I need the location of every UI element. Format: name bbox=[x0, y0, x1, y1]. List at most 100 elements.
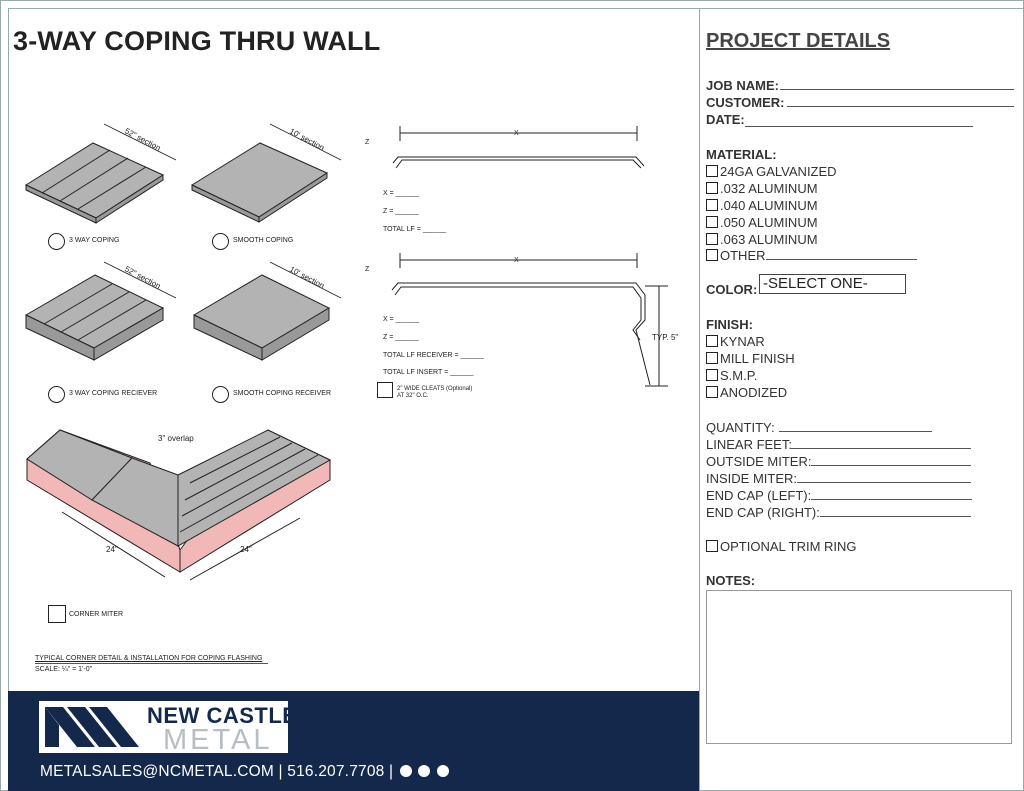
end-cap-right-field[interactable] bbox=[820, 516, 971, 517]
trim-ring-option[interactable]: OPTIONAL TRIM RING bbox=[706, 539, 857, 554]
instagram-icon[interactable] bbox=[418, 765, 431, 777]
typ-5-label: TYP. 5" bbox=[652, 333, 679, 342]
option-label-3way: 3 WAY COPING bbox=[69, 237, 120, 244]
option-radio-3way[interactable] bbox=[48, 233, 65, 250]
material-checkbox[interactable] bbox=[706, 233, 718, 245]
material-option-0[interactable]: 24GA GALVANIZED bbox=[706, 164, 837, 179]
outside-miter-label: OUTSIDE MITER: bbox=[706, 454, 812, 469]
total-lf-receiver-field: TOTAL LF RECEIVER = ______ bbox=[383, 352, 484, 359]
finish-option-3[interactable]: ANODIZED bbox=[706, 385, 787, 400]
dim-24-right: 24" bbox=[240, 545, 252, 554]
cleats-label: 2" WIDE CLEATS (Optional) bbox=[397, 386, 473, 392]
material-checkbox[interactable] bbox=[706, 249, 718, 261]
project-details-heading: PROJECT DETAILS bbox=[706, 30, 891, 52]
profile-coping bbox=[392, 126, 645, 169]
option-radio-smooth[interactable] bbox=[212, 233, 229, 250]
typical-detail-note: TYPICAL CORNER DETAIL & INSTALLATION FOR… bbox=[35, 655, 263, 662]
customer-label: CUSTOMER: bbox=[706, 95, 785, 110]
job-name-field[interactable] bbox=[780, 89, 1014, 90]
trim-ring-checkbox[interactable] bbox=[706, 540, 718, 552]
z-field-b: Z = ______ bbox=[383, 334, 419, 341]
quantity-label: QUANTITY: bbox=[706, 420, 775, 435]
date-label: DATE: bbox=[706, 112, 745, 127]
details-panel bbox=[699, 8, 1024, 791]
contact-info: METALSALES@NCMETAL.COM | 516.207.7708 | bbox=[40, 763, 449, 781]
material-checkbox[interactable] bbox=[706, 199, 718, 211]
linkedin-icon[interactable] bbox=[436, 765, 449, 777]
option-label-smooth: SMOOTH COPING bbox=[233, 237, 294, 244]
material-option-3[interactable]: .050 ALUMINUM bbox=[706, 215, 818, 230]
dim-z-b: Z bbox=[365, 266, 370, 273]
inside-miter-field[interactable] bbox=[797, 482, 971, 483]
dim-24-left: 24" bbox=[106, 545, 118, 554]
color-label: COLOR: bbox=[706, 282, 758, 297]
smooth-coping-illustration bbox=[190, 142, 329, 223]
finish-checkbox[interactable] bbox=[706, 352, 718, 364]
option-radio-smooth-receiver[interactable] bbox=[212, 386, 229, 403]
section-dimension-lines bbox=[103, 123, 342, 299]
note-divider bbox=[35, 663, 268, 664]
outside-miter-field[interactable] bbox=[811, 465, 971, 466]
logo-mark-icon bbox=[45, 707, 139, 747]
scale-note: SCALE: ¼" = 1'-0" bbox=[35, 666, 93, 673]
material-checkbox[interactable] bbox=[706, 216, 718, 228]
finish-option-0[interactable]: KYNAR bbox=[706, 334, 765, 349]
total-lf-insert-field: TOTAL LF INSERT = ______ bbox=[383, 369, 474, 376]
notes-textarea[interactable] bbox=[706, 590, 1012, 744]
end-cap-right-label: END CAP (RIGHT): bbox=[706, 505, 820, 520]
page-title: 3-WAY COPING THRU WALL bbox=[13, 26, 381, 56]
finish-checkbox[interactable] bbox=[706, 335, 718, 347]
three-way-coping-illustration bbox=[24, 142, 165, 224]
facebook-icon[interactable] bbox=[399, 765, 412, 777]
material-option-2[interactable]: .040 ALUMINUM bbox=[706, 198, 818, 213]
three-way-receiver-illustration bbox=[24, 274, 165, 361]
finish-option-2[interactable]: S.M.P. bbox=[706, 368, 757, 383]
company-logo bbox=[39, 701, 288, 753]
smooth-receiver-illustration bbox=[192, 274, 331, 361]
color-select[interactable]: -SELECT ONE- bbox=[759, 274, 906, 294]
finish-checkbox[interactable] bbox=[706, 369, 718, 381]
material-checkbox[interactable] bbox=[706, 182, 718, 194]
x-field-a: X = ______ bbox=[383, 190, 420, 197]
material-option-4[interactable]: .063 ALUMINUM bbox=[706, 232, 818, 247]
end-cap-left-field[interactable] bbox=[811, 499, 972, 500]
date-field[interactable] bbox=[745, 126, 973, 127]
end-cap-left-label: END CAP (LEFT): bbox=[706, 488, 812, 503]
finish-option-1[interactable]: MILL FINISH bbox=[706, 351, 795, 366]
brand-name-line1: NEW CASTLE bbox=[147, 703, 298, 728]
cleats-checkbox[interactable] bbox=[377, 382, 393, 398]
dim-x-b: X bbox=[514, 257, 519, 264]
contact-text: METALSALES@NCMETAL.COM | 516.207.7708 | bbox=[40, 763, 394, 780]
job-name-label: JOB NAME: bbox=[706, 78, 779, 93]
material-option-5[interactable]: OTHER bbox=[706, 248, 766, 263]
quantity-field[interactable] bbox=[779, 431, 932, 432]
corner-miter-checkbox[interactable] bbox=[48, 605, 66, 623]
option-radio-3way-receiver[interactable] bbox=[48, 386, 65, 403]
overlap-label: 3" overlap bbox=[158, 434, 194, 443]
finish-checkbox[interactable] bbox=[706, 386, 718, 398]
coping-drawings bbox=[24, 123, 668, 581]
total-lf-field: TOTAL LF = ______ bbox=[383, 226, 447, 233]
drawing-panel bbox=[8, 8, 699, 791]
x-field-b: X = ______ bbox=[383, 316, 420, 323]
dim-z-a: Z bbox=[365, 139, 370, 146]
brand-name-line2: METAL bbox=[163, 724, 273, 756]
customer-field[interactable] bbox=[787, 106, 1014, 107]
linear-feet-label: LINEAR FEET: bbox=[706, 437, 792, 452]
corner-miter-label: CORNER MITER bbox=[69, 611, 124, 618]
material-option-1[interactable]: .032 ALUMINUM bbox=[706, 181, 818, 196]
cleats-label-2: AT 32" O.C. bbox=[397, 393, 429, 399]
option-label-smooth-receiver: SMOOTH COPING RECEIVER bbox=[233, 390, 332, 397]
linear-feet-field[interactable] bbox=[791, 448, 971, 449]
corner-miter-illustration bbox=[26, 429, 332, 581]
inside-miter-label: INSIDE MITER: bbox=[706, 471, 798, 486]
option-label-3way-receiver: 3 WAY COPING RECIEVER bbox=[69, 390, 158, 397]
material-label: MATERIAL: bbox=[706, 147, 777, 162]
profile-receiver bbox=[391, 253, 668, 387]
finish-label: FINISH: bbox=[706, 317, 753, 332]
z-field-a: Z = ______ bbox=[383, 208, 419, 215]
dim-x-a: X bbox=[514, 130, 519, 137]
other-material-field[interactable] bbox=[766, 259, 917, 260]
notes-label: NOTES: bbox=[706, 573, 756, 588]
material-checkbox[interactable] bbox=[706, 165, 718, 177]
